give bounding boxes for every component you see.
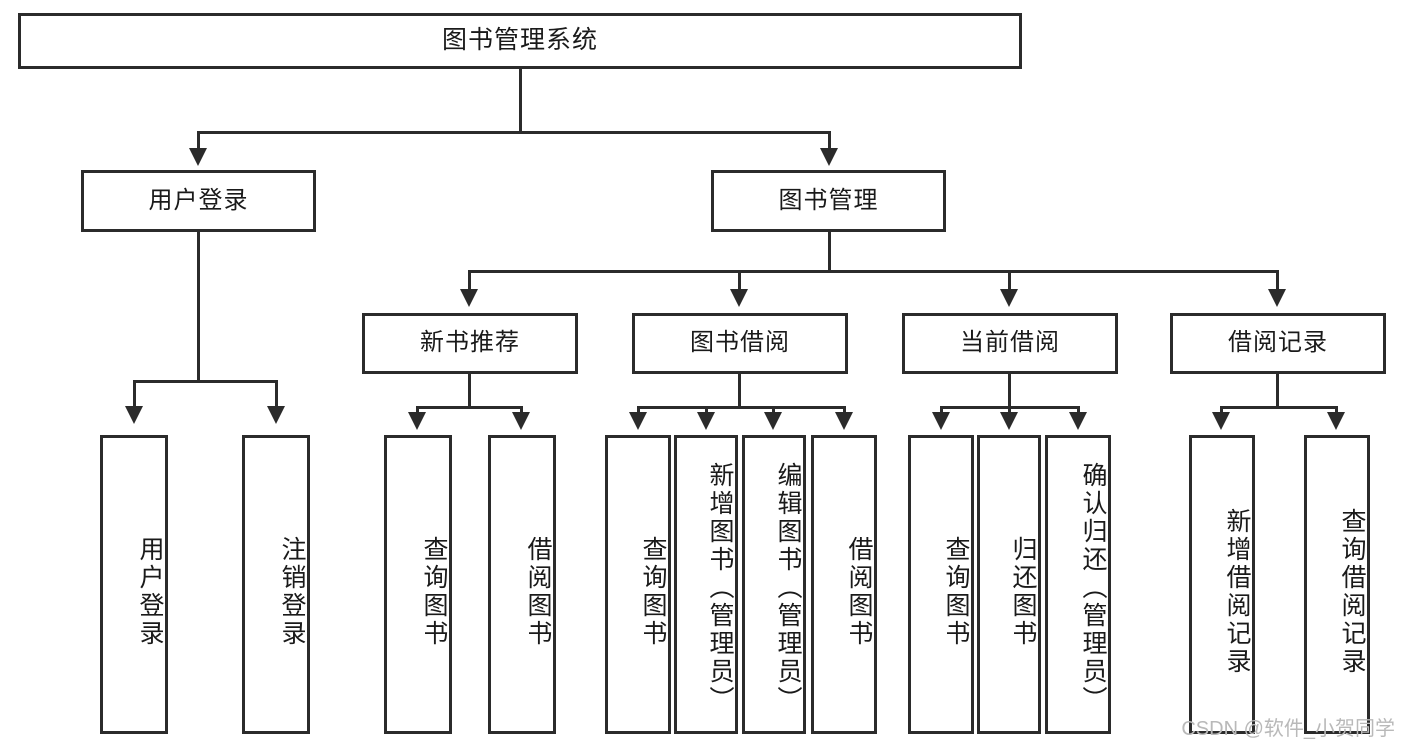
connector-cb-to-leaf-2 <box>1077 406 1080 416</box>
arrowhead-current-borrow <box>1000 289 1018 307</box>
connector-user-login-to-leaf-1 <box>275 380 278 408</box>
leaf-label: 借阅图书 <box>524 535 552 648</box>
node-label: 新书推荐 <box>420 329 520 357</box>
connector-root-stem <box>519 69 522 131</box>
leaf-br-add-record[interactable]: 新增借阅记录 <box>1189 435 1255 734</box>
leaf-bb-add-book-admin[interactable]: 新增图书（管理员） <box>674 435 738 734</box>
arrowhead-bb-leaf-1 <box>697 412 715 430</box>
connector-book-management-stem <box>828 232 831 270</box>
connector-cb-to-leaf-0 <box>940 406 943 416</box>
node-label: 图书管理系统 <box>441 26 598 55</box>
arrowhead-leaf-logout <box>267 406 285 424</box>
node-label: 借阅记录 <box>1228 329 1328 357</box>
connector-cb-stem <box>1008 374 1011 406</box>
connector-bb-stem <box>738 374 741 406</box>
connector-br-bus <box>1220 406 1338 409</box>
node-label: 用户登录 <box>148 186 249 214</box>
connector-bm-to-book-borrow <box>738 270 741 292</box>
leaf-cb-confirm-return-admin[interactable]: 确认归还（管理员） <box>1045 435 1111 734</box>
leaf-label: 查询图书 <box>942 535 970 648</box>
arrowhead-cb-leaf-2 <box>1069 412 1087 430</box>
leaf-label: 编辑图书（管理员） <box>774 461 802 714</box>
connector-bb-to-leaf-1 <box>705 406 708 416</box>
connector-nbr-stem <box>468 374 471 406</box>
leaf-label: 新增图书（管理员） <box>706 461 734 714</box>
leaf-logout[interactable]: 注销登录 <box>242 435 310 734</box>
leaf-label: 查询图书 <box>639 535 667 648</box>
node-borrow-record[interactable]: 借阅记录 <box>1170 313 1386 374</box>
connector-bb-to-leaf-3 <box>843 406 846 416</box>
connector-bb-to-leaf-2 <box>772 406 775 416</box>
connector-nbr-to-leaf-0 <box>416 406 419 416</box>
leaf-bb-edit-book-admin[interactable]: 编辑图书（管理员） <box>742 435 806 734</box>
connector-bb-to-leaf-0 <box>637 406 640 416</box>
connector-nbr-to-leaf-1 <box>520 406 523 416</box>
connector-br-to-leaf-0 <box>1220 406 1223 416</box>
arrowhead-borrow-record <box>1268 289 1286 307</box>
connector-user-login-bus <box>133 380 278 383</box>
node-label: 图书管理 <box>778 186 879 214</box>
connector-root-to-user-login <box>197 131 200 153</box>
arrowhead-nbr-leaf-0 <box>408 412 426 430</box>
arrowhead-user-login <box>189 148 207 166</box>
arrowhead-book-management <box>820 148 838 166</box>
leaf-nbr-query-book[interactable]: 查询图书 <box>384 435 452 734</box>
node-book-borrow[interactable]: 图书借阅 <box>632 313 848 374</box>
arrowhead-bb-leaf-0 <box>629 412 647 430</box>
connector-user-login-stem <box>197 232 200 380</box>
connector-book-management-bus <box>468 270 1279 273</box>
node-label: 图书借阅 <box>690 329 790 357</box>
arrowhead-nbr-leaf-1 <box>512 412 530 430</box>
node-label: 当前借阅 <box>960 329 1060 357</box>
connector-nbr-bus <box>416 406 523 409</box>
leaf-label: 注销登录 <box>278 535 306 648</box>
leaf-label: 借阅图书 <box>845 535 873 648</box>
leaf-cb-return-book[interactable]: 归还图书 <box>977 435 1041 734</box>
leaf-bb-borrow-book[interactable]: 借阅图书 <box>811 435 877 734</box>
arrowhead-br-leaf-1 <box>1327 412 1345 430</box>
node-book-management[interactable]: 图书管理 <box>711 170 946 232</box>
arrowhead-bb-leaf-3 <box>835 412 853 430</box>
connector-cb-to-leaf-1 <box>1008 406 1011 416</box>
leaf-label: 新增借阅记录 <box>1223 507 1251 676</box>
leaf-label: 查询借阅记录 <box>1338 507 1366 676</box>
leaf-label: 归还图书 <box>1009 535 1037 648</box>
connector-root-bus <box>197 131 831 134</box>
arrowhead-br-leaf-0 <box>1212 412 1230 430</box>
arrowhead-book-borrow <box>730 289 748 307</box>
leaf-label: 查询图书 <box>420 535 448 648</box>
connector-bm-to-new-book <box>468 270 471 292</box>
arrowhead-new-book-recommend <box>460 289 478 307</box>
watermark-text: CSDN @软件_小贺同学 <box>1181 718 1395 740</box>
connector-br-to-leaf-1 <box>1335 406 1338 416</box>
arrowhead-cb-leaf-0 <box>932 412 950 430</box>
node-new-book-recommend[interactable]: 新书推荐 <box>362 313 578 374</box>
connector-br-stem <box>1276 374 1279 406</box>
leaf-nbr-borrow-book[interactable]: 借阅图书 <box>488 435 556 734</box>
leaf-label: 确认归还（管理员） <box>1079 461 1107 714</box>
connector-bm-to-borrow-record <box>1276 270 1279 292</box>
connector-bm-to-current-borrow <box>1008 270 1011 292</box>
node-root-book-management-system[interactable]: 图书管理系统 <box>18 13 1022 69</box>
node-current-borrow[interactable]: 当前借阅 <box>902 313 1118 374</box>
leaf-br-query-record[interactable]: 查询借阅记录 <box>1304 435 1370 734</box>
leaf-label: 用户登录 <box>136 535 164 648</box>
connector-root-to-book-management <box>828 131 831 153</box>
leaf-bb-query-book[interactable]: 查询图书 <box>605 435 671 734</box>
arrowhead-leaf-user-login <box>125 406 143 424</box>
connector-user-login-to-leaf-0 <box>133 380 136 408</box>
node-user-login[interactable]: 用户登录 <box>81 170 316 232</box>
connector-bb-bus <box>637 406 846 409</box>
arrowhead-cb-leaf-1 <box>1000 412 1018 430</box>
leaf-cb-query-book[interactable]: 查询图书 <box>908 435 974 734</box>
leaf-user-login[interactable]: 用户登录 <box>100 435 168 734</box>
arrowhead-bb-leaf-2 <box>764 412 782 430</box>
